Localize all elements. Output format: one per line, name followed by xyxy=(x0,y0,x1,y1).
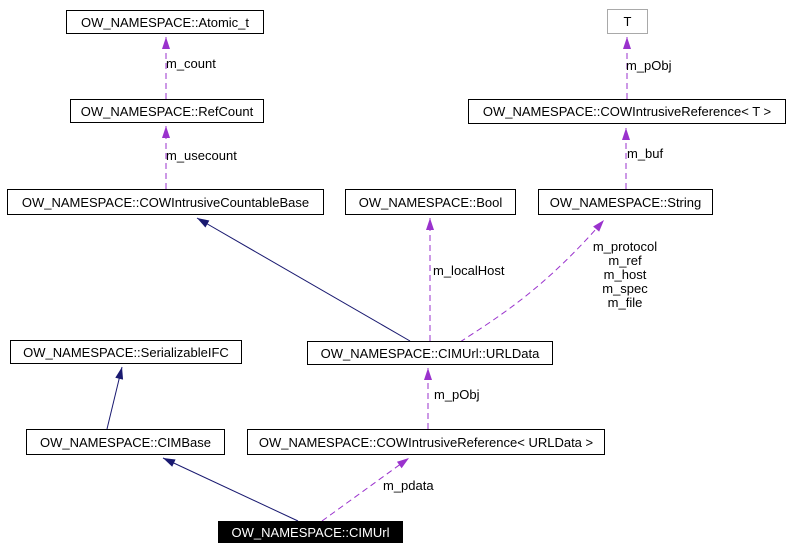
node-cow-intrusive-countable-base[interactable]: OW_NAMESPACE::COWIntrusiveCountableBase xyxy=(7,189,324,215)
node-cimbase[interactable]: OW_NAMESPACE::CIMBase xyxy=(26,429,225,455)
edge-label-urldata-string-fields: m_protocol m_ref m_host m_spec m_file xyxy=(592,239,658,310)
node-serializable-ifc[interactable]: OW_NAMESPACE::SerializableIFC xyxy=(10,340,242,364)
node-atomic-t[interactable]: OW_NAMESPACE::Atomic_t xyxy=(66,10,264,34)
edge-label-m-count: m_count xyxy=(166,56,216,71)
node-cimurl-focus: OW_NAMESPACE::CIMUrl xyxy=(218,521,403,543)
node-string[interactable]: OW_NAMESPACE::String xyxy=(538,189,713,215)
edge-label-m-buf: m_buf xyxy=(627,146,664,161)
node-cow-intrusive-reference-urldata[interactable]: OW_NAMESPACE::COWIntrusiveReference< URL… xyxy=(247,429,605,455)
edge-label-m-pdata: m_pdata xyxy=(383,478,434,493)
node-bool[interactable]: OW_NAMESPACE::Bool xyxy=(345,189,516,215)
edge-inherit-cimbase-serializable xyxy=(106,366,124,430)
edge-label-m-pobj-low: m_pObj xyxy=(434,387,480,402)
edge-inherit-urldata-countable xyxy=(196,217,411,342)
node-refcount[interactable]: OW_NAMESPACE::RefCount xyxy=(70,99,264,123)
node-template-t: T xyxy=(607,9,648,34)
edge-label-m-pobj-top: m_pObj xyxy=(626,58,672,73)
node-cow-intrusive-reference-t[interactable]: OW_NAMESPACE::COWIntrusiveReference< T > xyxy=(468,99,786,124)
edge-inherit-cimurl-cimbase xyxy=(162,457,299,522)
edge-label-m-usecount: m_usecount xyxy=(166,148,237,163)
edge-label-m-localhost: m_localHost xyxy=(433,263,505,278)
node-cimurl-urldata[interactable]: OW_NAMESPACE::CIMUrl::URLData xyxy=(307,341,553,365)
edge-usage-m-pdata xyxy=(321,457,410,522)
